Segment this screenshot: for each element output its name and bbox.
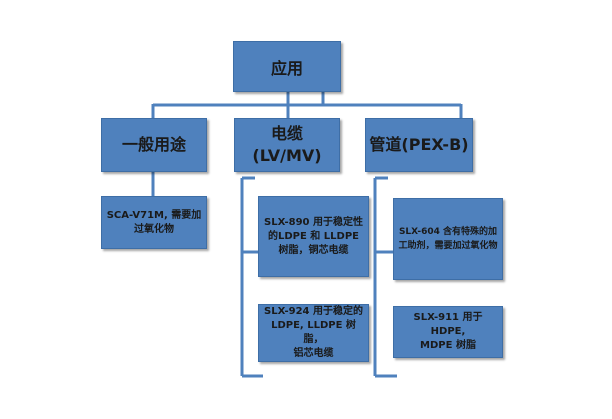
product-node-slx-924: SLX-924 用于稳定的 LDPE, LLDPE 树脂， 铝芯电缆 — [258, 304, 369, 362]
product-label-line: SLX-604 含有特殊的加 — [398, 227, 498, 237]
category-node-general: 一般用途 — [101, 118, 207, 172]
product-label-line: SLX-911 用于HDPE, — [413, 312, 483, 337]
product-label-line: 的LDPE 和 LLDPE — [267, 230, 359, 242]
product-label-line: LDPE, LLDPE 树脂， — [271, 320, 356, 345]
product-label-line: 工助剂，需要加过氧化物 — [398, 241, 498, 251]
root-node-application: 应用 — [233, 41, 341, 92]
product-node-sca-v71m: SCA-V71M, 需要加 过氧化物 — [101, 196, 207, 249]
product-label-line: SCA-V71M, 需要加 — [106, 209, 202, 221]
product-label-line: 过氧化物 — [134, 223, 174, 235]
product-node-slx-890: SLX-890 用于稳定性 的LDPE 和 LLDPE 树脂，铜芯电缆 — [258, 196, 369, 277]
product-node-slx-911: SLX-911 用于HDPE, MDPE 树脂 — [393, 306, 503, 358]
category-label-pipe: 管道(PEX-B) — [369, 135, 469, 154]
category-node-cable: 电缆 (LV/MV) — [234, 118, 340, 172]
product-node-slx-604: SLX-604 含有特殊的加 工助剂，需要加过氧化物 — [393, 198, 503, 280]
category-label-cable-line1: 电缆 — [270, 124, 303, 143]
root-node-label: 应用 — [270, 58, 303, 78]
category-node-pipe: 管道(PEX-B) — [365, 118, 473, 172]
product-label-line: 铝芯电缆 — [293, 348, 334, 359]
product-label-line: 树脂，铜芯电缆 — [278, 244, 349, 256]
product-label-line: SLX-924 用于稳定的 — [264, 306, 363, 317]
category-label-cable-line2: (LV/MV) — [252, 146, 322, 165]
product-label-line: SLX-890 用于稳定性 — [264, 216, 363, 228]
category-label-general: 一般用途 — [121, 135, 186, 154]
product-label-line: MDPE 树脂 — [420, 340, 476, 351]
